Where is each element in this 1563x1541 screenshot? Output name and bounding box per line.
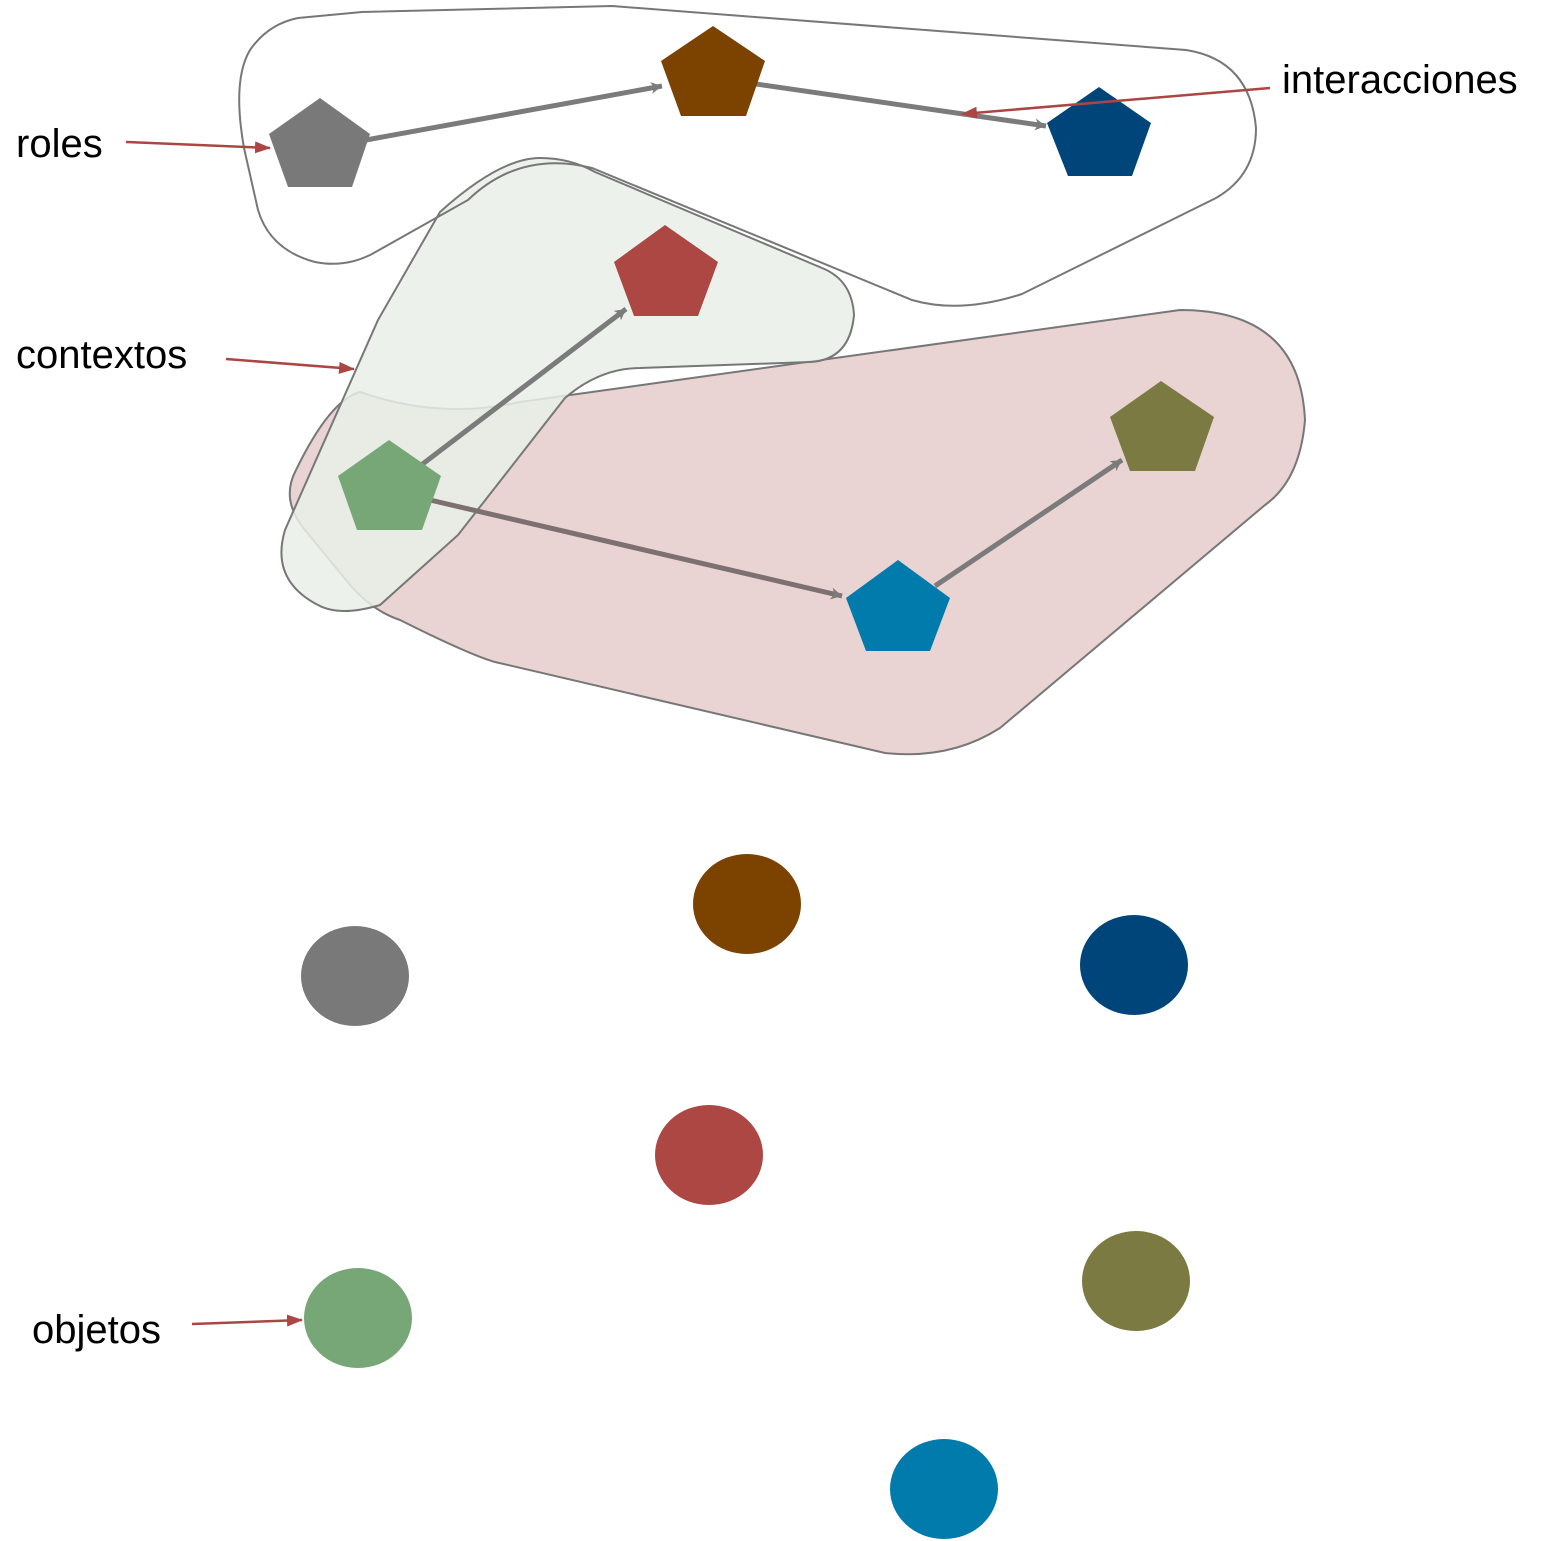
interaction-arrow [365,82,663,143]
object-circle-blue [890,1439,998,1539]
object-circle-brown [693,854,801,954]
contextos-pointer-arrow [225,357,355,374]
object-circle-green [304,1268,412,1368]
interaction-arrow [755,81,1047,131]
object-circle-olive [1082,1231,1190,1331]
role-pentagon-green [338,440,441,530]
roles-pointer-arrow [125,140,271,154]
role-pentagon-red [614,225,718,316]
interaction-arrow [429,497,843,600]
objetos-label: objetos [32,1308,161,1352]
interacciones-pointer-arrow [961,86,1271,119]
objetos-pointer-arrow [191,1314,303,1327]
label-pointers [125,86,1271,1327]
roles-group-outline [238,4,1258,307]
role-pentagon-olive [1110,381,1214,471]
roles [269,26,1214,651]
interaction-arrow [933,457,1124,589]
object-circle-navy [1080,915,1188,1015]
role-pentagon-blue [846,560,950,651]
objects [301,854,1190,1539]
contextos-label: contextos [16,333,188,377]
interaction-arrows [365,81,1124,600]
roles-label: roles [16,122,103,166]
role-pentagon-brown [661,26,765,116]
interacciones-label: interacciones [1282,58,1518,102]
object-circle-gray [301,926,409,1026]
interaction-arrow [418,307,628,468]
role-pentagon-gray [269,98,370,187]
role-pentagon-navy [1047,87,1151,176]
object-circle-red [655,1105,763,1205]
